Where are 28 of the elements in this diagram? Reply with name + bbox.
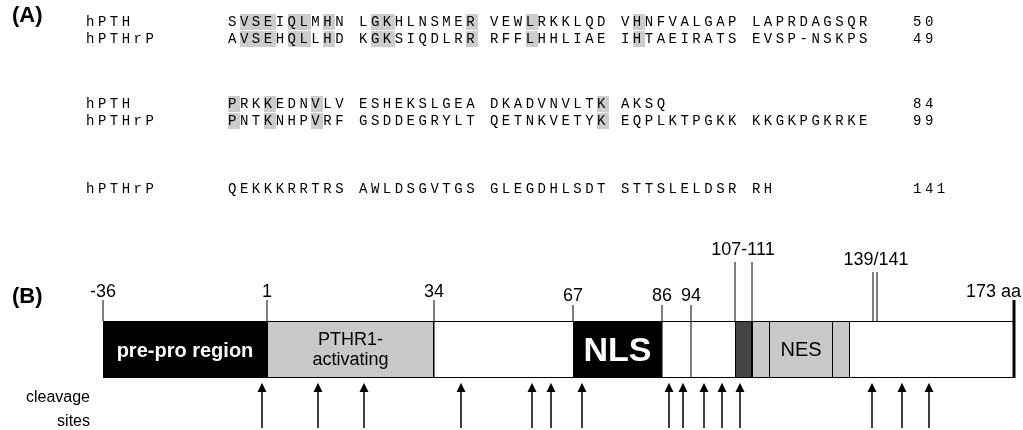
- domain-segment: NLS: [573, 321, 662, 378]
- panel-label: (B): [12, 285, 43, 307]
- residue-position: 173 aa: [965, 282, 1021, 300]
- residue-count: 49: [913, 32, 937, 46]
- domain-block: [735, 321, 752, 378]
- sequence-name: hPTHrP: [86, 32, 158, 46]
- sequence-name: hPTH: [86, 15, 134, 29]
- residue-position: 67: [563, 286, 583, 304]
- domain-segment: pre-pro region: [103, 321, 267, 378]
- residue-position: 1: [262, 282, 272, 300]
- residue-count: 141: [913, 182, 949, 196]
- residue-position: 86: [652, 286, 672, 304]
- residue-position: -36: [90, 282, 116, 300]
- axis-label: cleavage sites: [24, 387, 90, 430]
- residue-position: 94: [681, 286, 701, 304]
- sequence-name: hPTHrP: [86, 114, 158, 128]
- domain-label: NES: [780, 338, 822, 361]
- domain-segment: [752, 321, 850, 378]
- residue-position: 107-111: [711, 240, 775, 258]
- panel-label: (A): [12, 4, 43, 26]
- residue-count: 84: [913, 97, 937, 111]
- domain-segment: PTHR1- activating: [267, 321, 434, 378]
- residue-count: 50: [913, 15, 937, 29]
- sequence-name: hPTHrP: [86, 182, 158, 196]
- residue-position: 139/141: [843, 250, 909, 268]
- residue-count: 99: [913, 114, 937, 128]
- residue-position: 34: [424, 282, 444, 300]
- sequence-name: hPTH: [86, 97, 134, 111]
